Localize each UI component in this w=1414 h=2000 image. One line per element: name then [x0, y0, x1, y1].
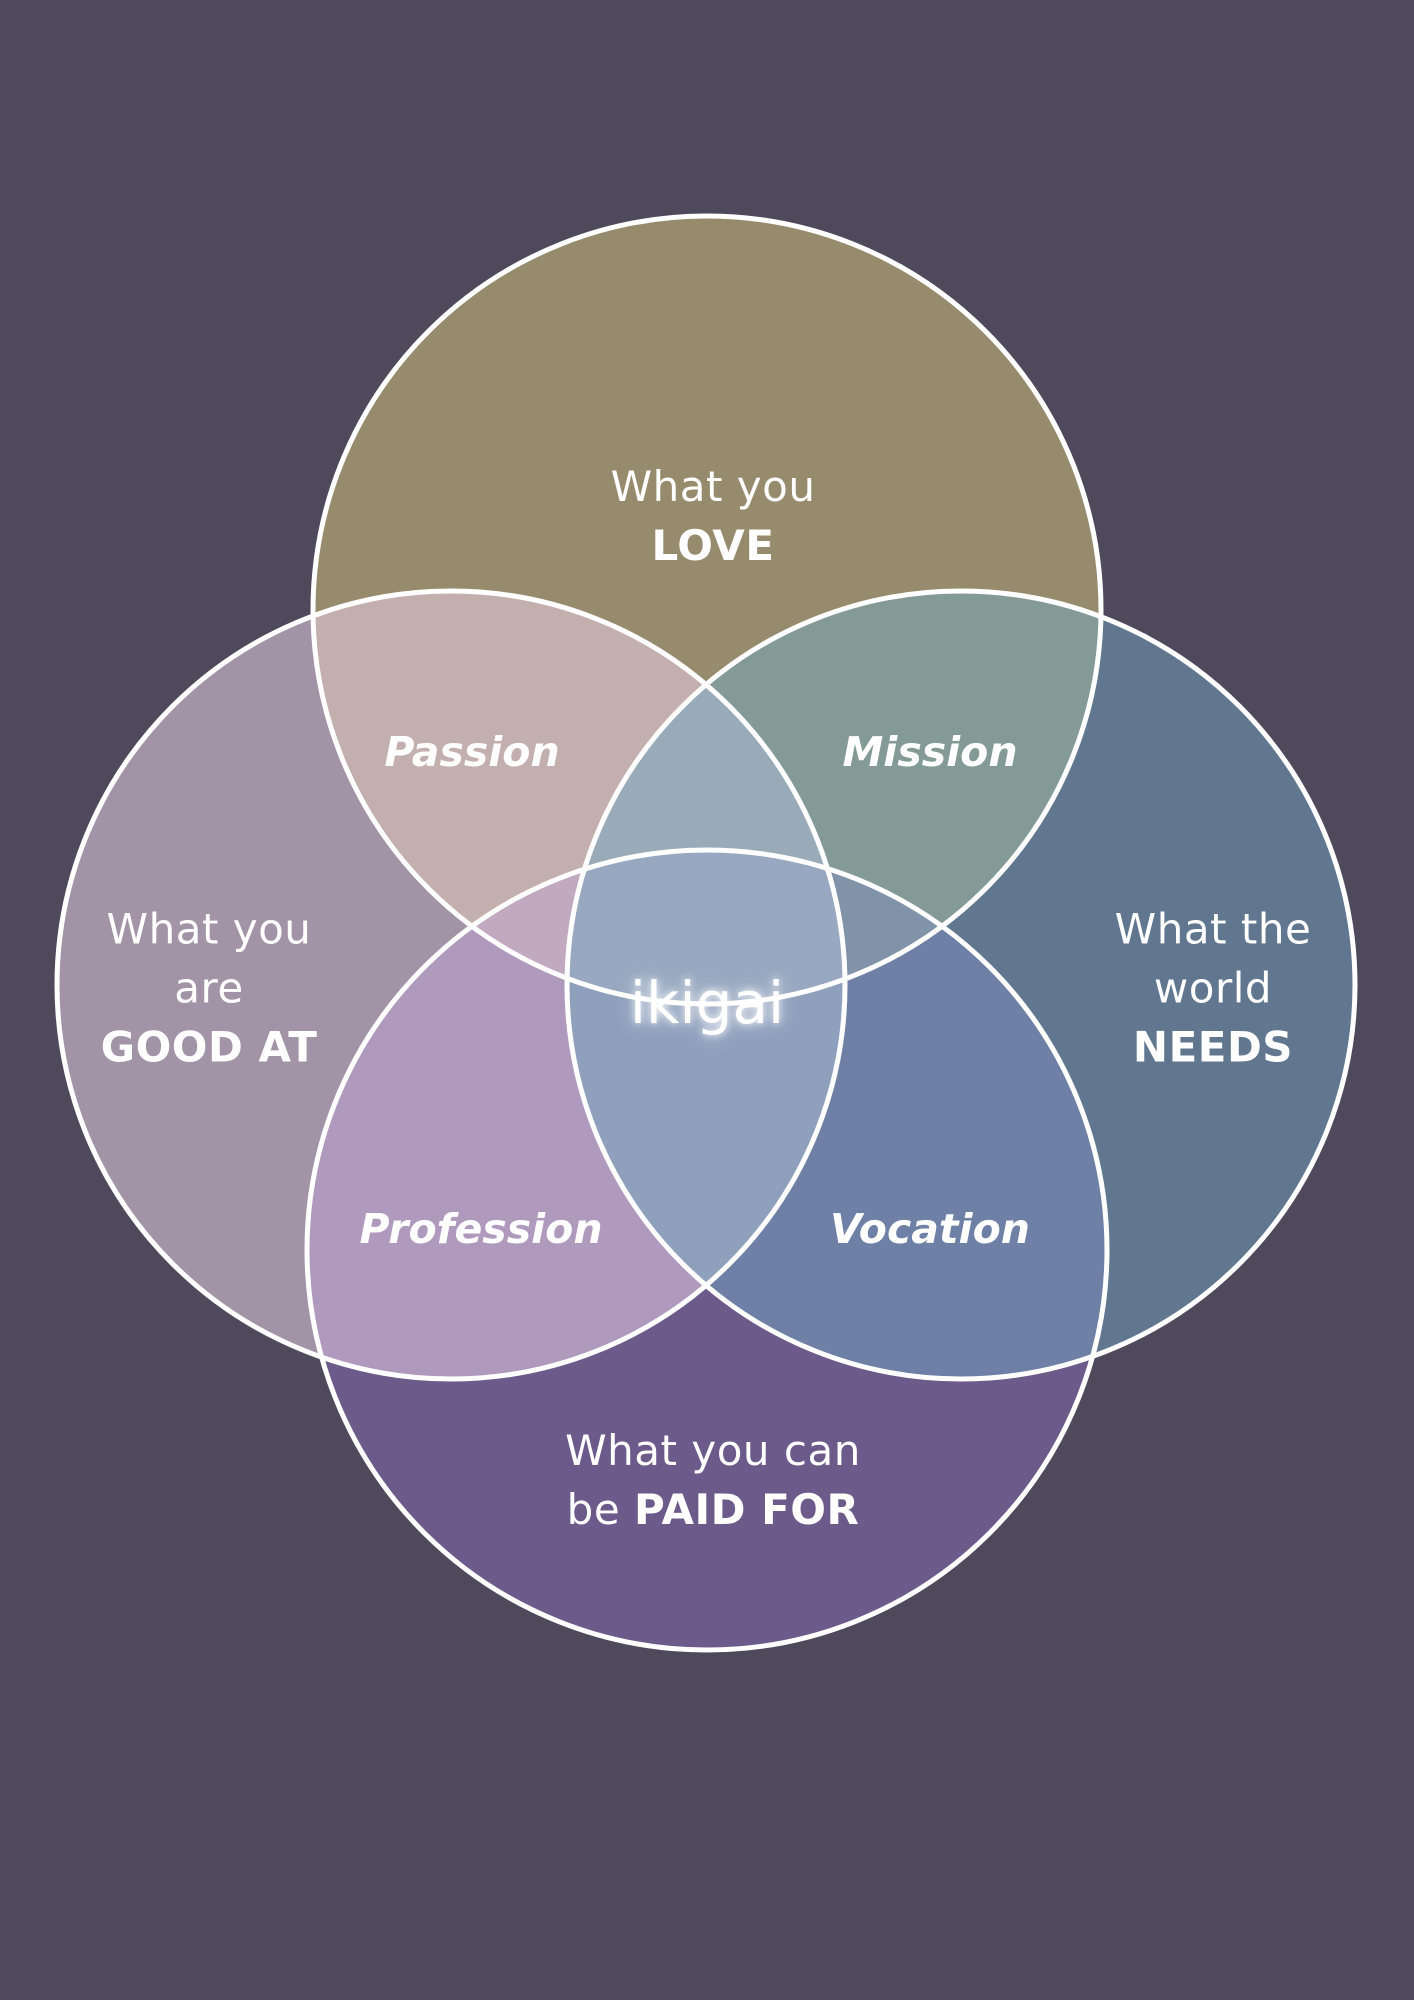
good-at-circle-label: What you are GOOD AT: [101, 900, 318, 1077]
paid-for-circle-label: What you can be PAID FOR: [565, 1421, 861, 1539]
paid-for-label-line1: What you can: [565, 1426, 861, 1475]
needs-circle-label: What the world NEEDS: [1115, 900, 1312, 1077]
needs-circle-outline: [564, 588, 1358, 1382]
love-label-line1: What you: [610, 462, 816, 511]
love-circle-outline: [310, 213, 1104, 1007]
needs-label-emphasis: NEEDS: [1132, 1022, 1294, 1072]
mission-label: Mission: [842, 728, 1018, 776]
paid-for-label-prefix: be: [566, 1485, 621, 1534]
good-at-label-line2: are: [174, 963, 244, 1013]
good-needs-paid-region: [567, 850, 845, 1379]
good-at-circle-outline: [54, 588, 848, 1382]
love-circle-label: What you LOVE: [611, 457, 816, 575]
paid-for-circle-outline: [304, 847, 1110, 1653]
needs-label-line1: What the: [1114, 904, 1312, 954]
vocation-label: Vocation: [830, 1205, 1030, 1253]
needs-label-line2: world: [1153, 963, 1273, 1013]
love-label-emphasis: LOVE: [651, 521, 775, 570]
good-at-label-emphasis: GOOD AT: [100, 1022, 318, 1072]
paid-for-label-emphasis: PAID FOR: [634, 1485, 860, 1534]
good-at-label-line1: What you: [106, 904, 312, 954]
paid-for-label-line2: be PAID FOR: [565, 1480, 861, 1539]
passion-label: Passion: [384, 728, 560, 776]
profession-label: Profession: [359, 1205, 603, 1253]
ikigai-center-label: ikigai: [629, 969, 785, 1037]
